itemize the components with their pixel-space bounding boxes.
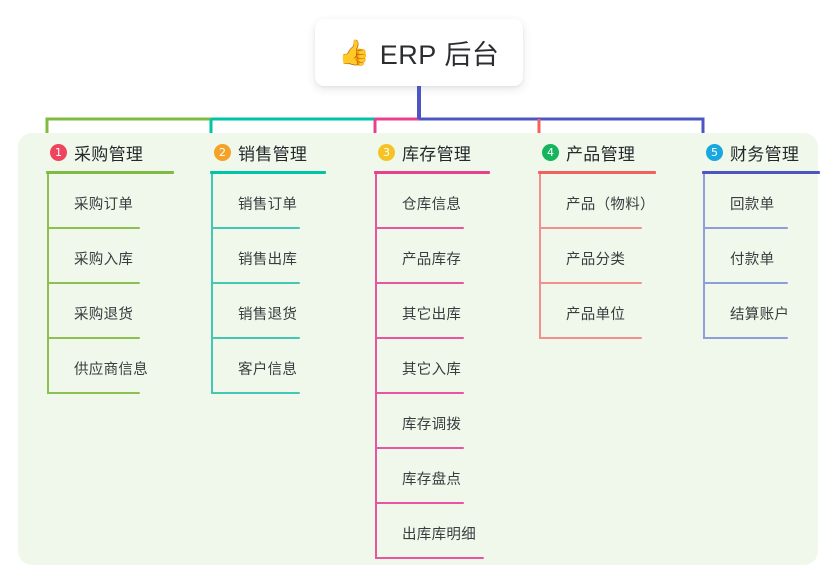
branch-item-underline <box>376 282 464 284</box>
branch-header-underline <box>210 171 326 174</box>
branch-panel <box>18 133 818 565</box>
branch-header-underline <box>538 171 656 174</box>
branch-spine <box>47 174 49 394</box>
branch-item-label: 结算账户 <box>730 307 790 323</box>
branch-item-label: 销售退货 <box>238 307 298 323</box>
branch-column-3: 3 库存管理仓库信息产品库存其它出库其它入库库存调拨库存盘点出库库明细 <box>364 133 490 559</box>
branch-item-underline <box>212 392 300 394</box>
branch-header-underline <box>374 171 490 174</box>
branch-item-label: 仓库信息 <box>402 197 462 213</box>
branch-item-underline <box>540 337 642 339</box>
branch-item-underline <box>376 337 464 339</box>
branch-item-label: 产品单位 <box>566 307 626 323</box>
branch-header-2[interactable]: 2 销售管理 <box>200 133 307 171</box>
branch-item-label: 客户信息 <box>238 362 298 378</box>
branch-item-underline <box>704 282 788 284</box>
branch-column-1: 1 采购管理采购订单采购入库采购退货供应商信息 <box>36 133 174 394</box>
branch-item-underline <box>540 227 642 229</box>
branch-header-4[interactable]: 4 产品管理 <box>528 133 635 171</box>
branch-header-underline <box>702 171 820 174</box>
branch-item-underline <box>704 337 788 339</box>
branch-item-label: 回款单 <box>730 197 775 213</box>
branch-badge-number: 4 <box>542 143 559 161</box>
branch-badge-number: 5 <box>706 143 723 161</box>
branch-item-label: 出库库明细 <box>402 527 476 543</box>
branch-badge-number: 1 <box>50 143 67 161</box>
branch-spine <box>539 174 541 339</box>
branch-header-3[interactable]: 3 库存管理 <box>364 133 471 171</box>
branch-spine <box>375 174 377 559</box>
branch-item-underline <box>704 227 788 229</box>
branch-title: 采购管理 <box>74 144 144 164</box>
branch-title: 销售管理 <box>238 144 308 164</box>
thumbs-up-icon: 👍 <box>338 39 370 67</box>
branch-item-label: 采购入库 <box>74 252 134 268</box>
branch-item-underline <box>376 227 464 229</box>
branch-column-5: 5 财务管理回款单付款单结算账户 <box>692 133 820 339</box>
branch-columns: 1 采购管理采购订单采购入库采购退货供应商信息 2 销售管理销售订单销售出库销售退货客… <box>18 133 820 565</box>
branch-badge-number: 2 <box>214 143 231 161</box>
branch-item-underline <box>540 282 642 284</box>
branch-item-underline <box>48 227 140 229</box>
branch-item-label: 采购退货 <box>74 307 134 323</box>
branch-spine <box>703 174 705 339</box>
root-node[interactable]: 👍 ERP 后台 <box>315 19 523 86</box>
branch-item-underline <box>212 282 300 284</box>
branch-header-1[interactable]: 1 采购管理 <box>36 133 143 171</box>
branch-item-label: 产品库存 <box>402 252 462 268</box>
branch-column-4: 4 产品管理产品（物料） 产品分类产品单位 <box>528 133 656 339</box>
branch-item-label: 供应商信息 <box>74 362 148 378</box>
branch-badge-number: 3 <box>378 143 395 161</box>
branch-item-underline <box>376 502 464 504</box>
branch-item-label: 库存盘点 <box>402 472 462 488</box>
branch-item-label: 产品分类 <box>566 252 626 268</box>
branch-item-underline <box>48 392 140 394</box>
branch-title: 产品管理 <box>566 144 636 164</box>
branch-title: 库存管理 <box>402 144 472 164</box>
branch-item-underline <box>376 392 464 394</box>
branch-column-2: 2 销售管理销售订单销售出库销售退货客户信息 <box>200 133 326 394</box>
branch-item-label: 库存调拨 <box>402 417 462 433</box>
branch-item-label: 销售订单 <box>238 197 298 213</box>
branch-title: 财务管理 <box>730 144 800 164</box>
branch-header-5[interactable]: 5 财务管理 <box>692 133 799 171</box>
branch-item-underline <box>48 282 140 284</box>
branch-spine <box>211 174 213 394</box>
branch-item-underline <box>48 337 140 339</box>
branch-item-underline <box>376 447 464 449</box>
branch-item-underline <box>212 227 300 229</box>
branch-item-label: 销售出库 <box>238 252 298 268</box>
branch-item-label: 产品（物料） <box>566 197 655 213</box>
branch-item-underline <box>376 557 484 559</box>
branch-item-label: 付款单 <box>730 252 775 268</box>
branch-item-label: 其它出库 <box>402 307 462 323</box>
branch-header-underline <box>46 171 174 174</box>
branch-item-label: 其它入库 <box>402 362 462 378</box>
branch-item-underline <box>212 337 300 339</box>
branch-item-label: 采购订单 <box>74 197 134 213</box>
root-node-title: ERP 后台 <box>379 40 500 70</box>
